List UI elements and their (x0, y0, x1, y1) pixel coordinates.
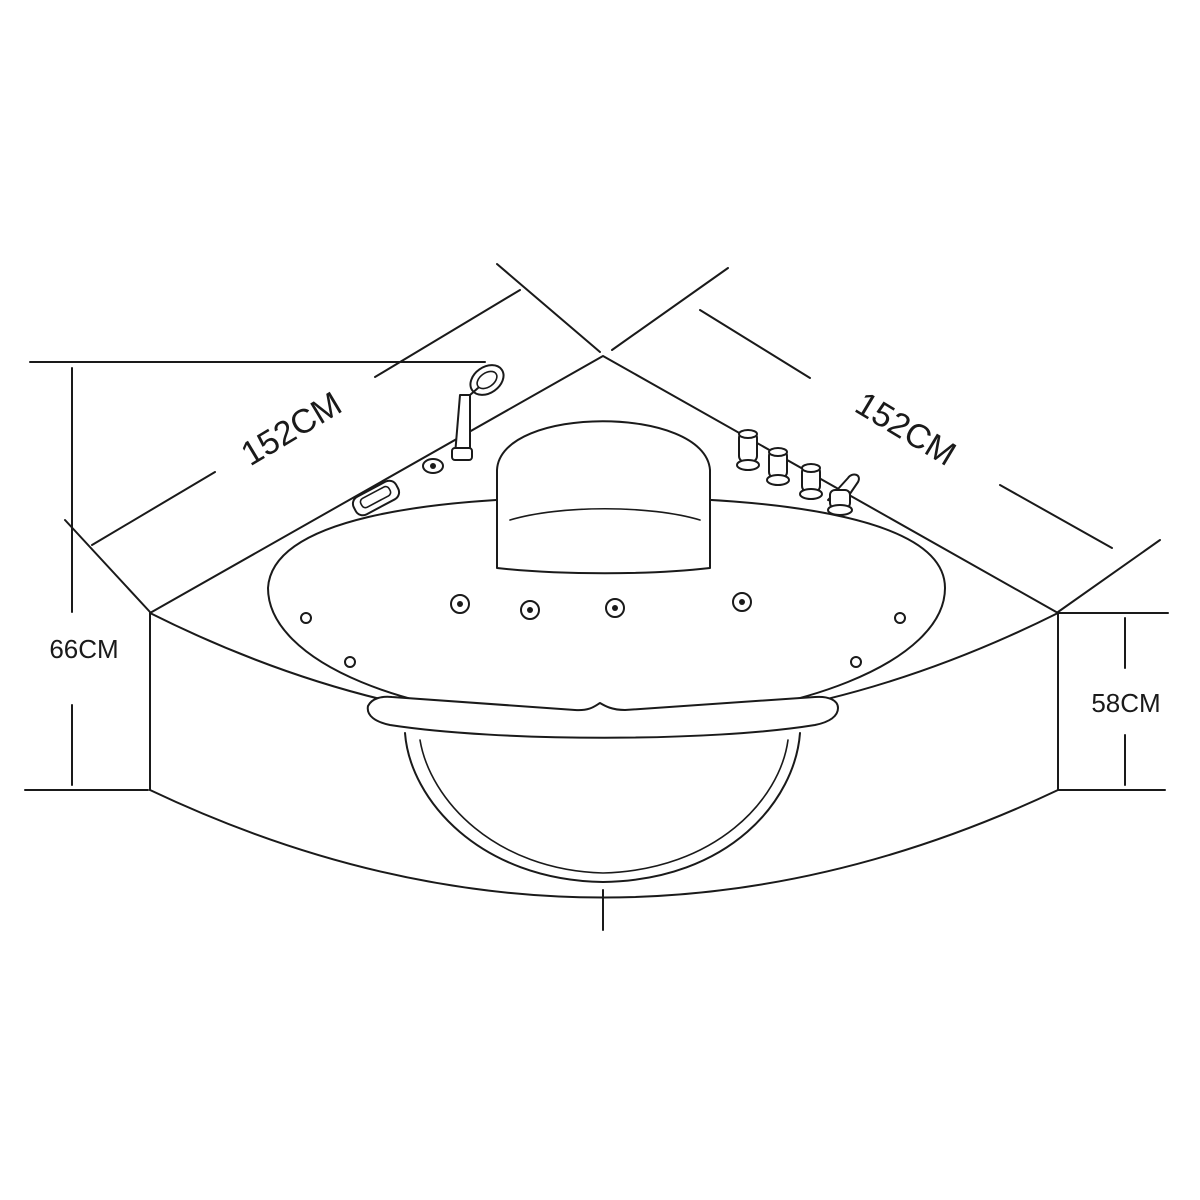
control-panel-icon (351, 479, 401, 517)
dimension-label-total-height: 66CM (49, 634, 118, 664)
jet-large-icon (520, 600, 540, 620)
dimension-label-tub-height: 58CM (1091, 688, 1160, 718)
dimension-tub-height: 58CM (1057, 612, 1169, 791)
headrest-icon (496, 420, 711, 575)
jet-small-icon (850, 656, 862, 668)
faucet-knob-3 (799, 463, 823, 500)
jet-large-icon (605, 598, 625, 618)
faucet-knob-1 (736, 429, 760, 471)
viewing-window-icon (404, 732, 801, 883)
jet-small-icon (344, 656, 356, 668)
faucet-knob-2 (766, 447, 790, 486)
tub-body (149, 355, 1059, 931)
dimension-label-right-width: 152CM (849, 385, 963, 474)
faucet-spout (827, 473, 860, 516)
jets (300, 592, 906, 668)
dimension-total-height: 66CM (24, 361, 486, 791)
jet-large-icon (732, 592, 752, 612)
faucet-icon (736, 429, 860, 516)
hand-shower-icon (422, 364, 505, 474)
jet-large-icon (450, 594, 470, 614)
dimension-label-left-width: 152CM (235, 385, 349, 474)
seat-ledge (366, 695, 839, 739)
jet-small-icon (894, 612, 906, 624)
jet-small-icon (300, 612, 312, 624)
